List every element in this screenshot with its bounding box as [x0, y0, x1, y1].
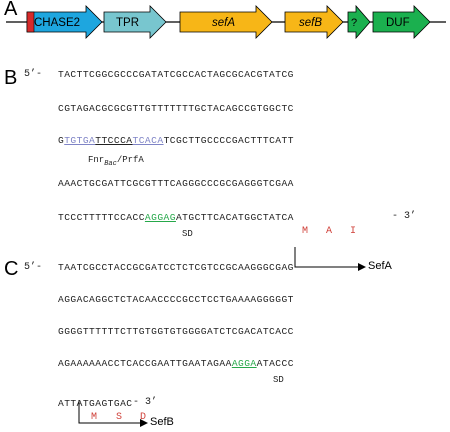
panel-c-seq-line-1: TAATCGCCTACCGCGATCCTCTCGTCCGCAAGGGCGAG: [58, 262, 294, 273]
sd-label-sefb: SD: [273, 375, 284, 385]
panel-b-seq-line-3: GTGTGATTCCCATCACATCGCTTGCCCCGACTTTCATT: [58, 135, 294, 146]
fnr-label-subscript: Bac: [104, 159, 117, 168]
panel-c-seq-line-4: AGAAAAAACCTCACCGAATTGAATAGAAAGGAATACCC: [58, 358, 294, 369]
panel-a-label: A: [4, 0, 18, 20]
panel-c-3prime: - 3’: [133, 397, 158, 408]
fnr-box-right: TCACA: [132, 135, 164, 146]
panel-b-seq-line-5: TCCCTTTTTCCACCAGGAGATGCTTCACATGGCTATCA: [58, 212, 294, 223]
seq-c4-prefix: AGAAAAAACCTCACCGAATTGAATAGAA: [58, 358, 232, 369]
gene-label-chase2: CHASE2: [34, 17, 80, 29]
panel-b-label: B: [4, 67, 18, 89]
gene-arrow-sefb: [284, 5, 344, 39]
fnr-box-spacer: TTCCCA: [95, 135, 133, 146]
fnr-box-left: TGTGA: [64, 135, 96, 146]
gene-label-duf: DUF: [386, 17, 410, 29]
panel-b-seq-line-1: TACTTCGGCGCCCGATATCGCCACTAGCGCACGTATCG: [58, 69, 294, 80]
sd-label-sefa: SD: [182, 229, 193, 239]
fnr-prfa-label: FnrBac/PrfA: [88, 155, 144, 168]
panel-c-seq-line-5: ATTATGAGTGAC: [58, 398, 133, 409]
panel-b-3prime: - 3’: [392, 211, 417, 222]
sefb-aa-2: S: [116, 412, 123, 423]
sefb-aa-1: M: [91, 412, 98, 423]
sefa-start-arrow-line: [294, 247, 358, 268]
sefb-aa-3: D: [140, 412, 147, 423]
sefa-aa-3: I: [350, 226, 357, 237]
gene-label-sefb: sefB: [299, 17, 322, 29]
sefa-protein-label: SefA: [368, 260, 392, 272]
seq-3-prefix: G: [58, 135, 65, 146]
panel-c-label: C: [4, 258, 19, 280]
seq-3-rest: TCGCTTGCCCCGACTTTCATT: [163, 135, 294, 146]
sefb-start-arrow-line: [78, 400, 140, 424]
sefb-protein-label: SefB: [150, 416, 174, 428]
panel-b-5prime: 5’-: [24, 69, 43, 80]
panel-c-5prime: 5’-: [24, 262, 43, 273]
gene-arrow-chase2: [26, 5, 103, 39]
gene-label-tpr: TPR: [116, 17, 139, 29]
gene-arrow-sefa: [179, 5, 273, 39]
sefa-aa-2: A: [326, 226, 333, 237]
gene-arrow-tpr: [103, 5, 167, 39]
gene-label-unknown: ?: [351, 17, 357, 29]
sefa-start-arrow-head: [358, 263, 366, 271]
sd-sequence-sefb: AGGA: [231, 358, 257, 369]
prfa-label-text: /PrfA: [116, 155, 144, 165]
panel-b-seq-line-4: AAACTGCGATTCGCGTTTCAGGGCCCGCGAGGGTCGAA: [58, 178, 294, 189]
panel-c-seq-line-2: AGGACAGGCTCTACAACCCCGCCTCCTGAAAAGGGGGT: [58, 294, 294, 305]
panel-c-seq-line-3: GGGGTTTTTTCTTGTGGTGTGGGGATCTCGACATCACC: [58, 326, 294, 337]
sd-sequence-sefa: AGGAG: [144, 212, 176, 223]
sefb-start-arrow-head: [140, 419, 148, 427]
gene-label-sefa: sefA: [212, 17, 235, 29]
sefa-aa-1: M: [302, 226, 309, 237]
panel-b-seq-line-2: CGTAGACGCGCGTTGTTTTTTTGCTACAGCCGTGGCTC: [58, 103, 294, 114]
gene-marker-red: [26, 11, 35, 33]
seq-5-prefix: TCCCTTTTTCCACC: [58, 212, 145, 223]
seq-c4-rest: ATACCC: [256, 358, 294, 369]
seq-5-rest: ATGCTTCACATGGCTATCA: [175, 212, 294, 223]
gene-arrow-unknown: [347, 4, 371, 40]
fnr-label-text: Fnr: [88, 155, 105, 165]
gene-arrow-duf: [372, 5, 431, 39]
